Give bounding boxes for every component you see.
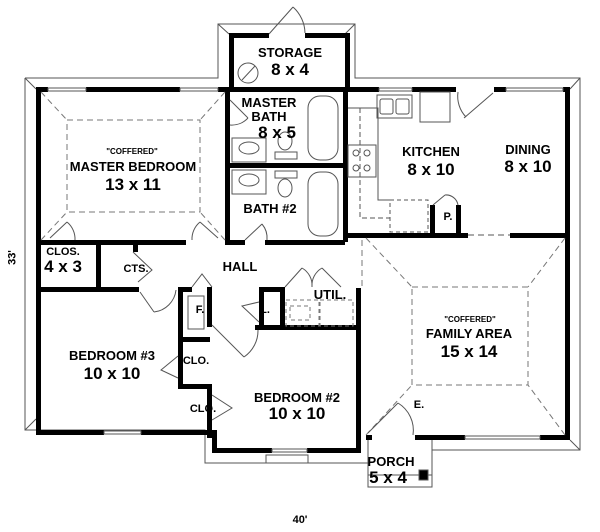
master-bath-dim: 8 x 5 [258,123,296,142]
dining-label: DINING [505,142,551,157]
overall-width-label: 40' [292,514,308,526]
doors [49,6,510,436]
kitchen-counters [347,91,451,233]
family-area-label: FAMILY AREA [425,326,513,341]
family-area-note: "COFFERED" [444,315,496,324]
hall-label: HALL [222,259,258,274]
master-bedroom-label: MASTER BEDROOM [69,159,197,174]
furnace-label: F. [195,304,205,316]
master-bath-label-2: BATH [251,109,287,124]
closet-b3-label: CLO. [182,355,210,367]
entry-label: E. [413,399,425,411]
porch-label: PORCH [367,454,415,469]
closet-master-label: CLOS. [46,246,80,258]
kitchen-dim: 8 x 10 [407,160,455,179]
bedroom3-dim: 10 x 10 [83,364,141,383]
utility-label: UTIL. [313,287,347,302]
master-bath-label-1: MASTER [241,95,297,110]
cabinets-label: CTS. [123,263,149,275]
util-appliances [285,299,354,327]
bedroom3-label: BEDROOM #3 [69,348,155,363]
master-bedroom-dim: 13 x 11 [105,175,161,194]
linen-label: L. [260,304,270,316]
bedroom2-label: BEDROOM #2 [254,390,340,405]
overall-depth-label: 33' [6,250,19,265]
master-bedroom-note: "COFFERED" [106,147,158,156]
windows [47,87,564,464]
bedroom2-dim: 10 x 10 [268,404,326,423]
storage-dim: 8 x 4 [271,60,309,79]
walls [36,33,570,453]
closet-master-dim: 4 x 3 [44,257,82,276]
coffered-ceilings [40,91,566,436]
porch-dim: 5 x 4 [369,468,407,487]
closet-b2-label: CLO. [189,403,217,415]
porch-outline [367,440,433,488]
dining-dim: 8 x 10 [504,157,552,176]
bath2-label: BATH #2 [243,201,297,216]
bath-fixtures [231,62,339,237]
kitchen-label: KITCHEN [402,144,460,159]
storage-label: STORAGE [257,45,323,60]
pantry-label: P. [443,211,453,223]
family-area-dim: 15 x 14 [440,342,498,361]
porch-light-icon [418,469,429,481]
